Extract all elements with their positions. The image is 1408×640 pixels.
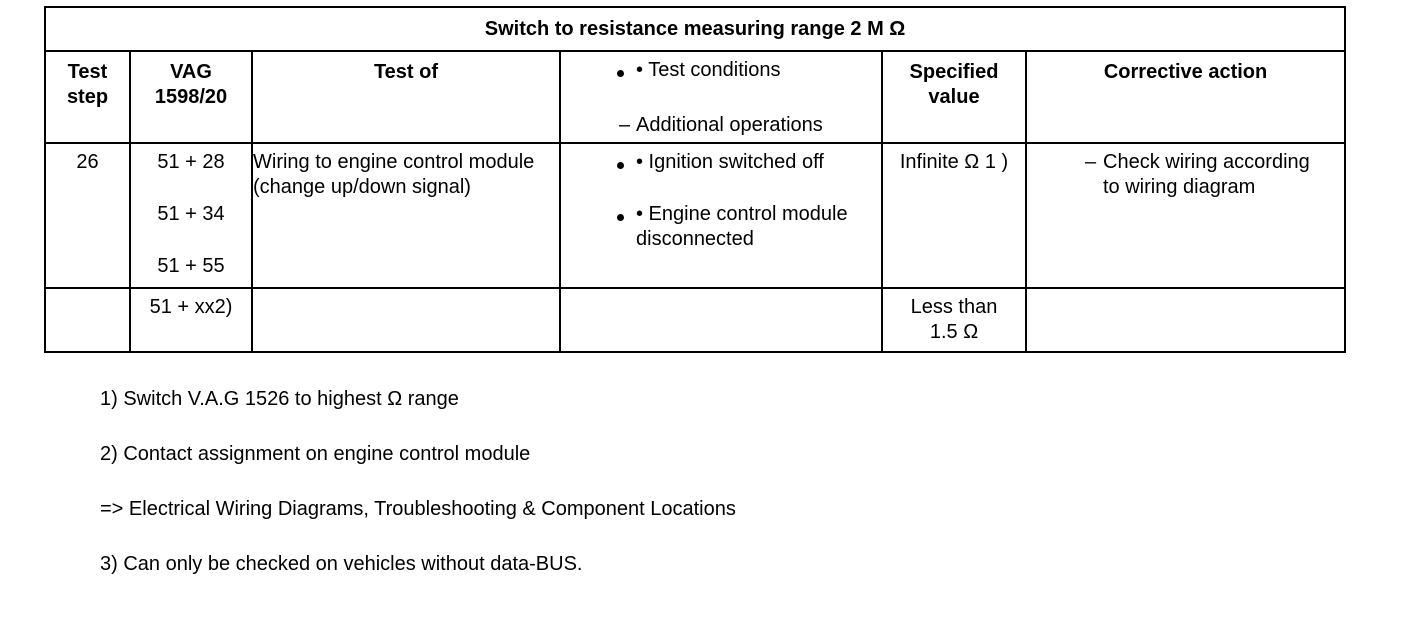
table-row: 26 51 + 28 51 + 34 51 + 55 Wiring to eng…	[44, 142, 1347, 289]
condition-item: • Engine control module disconnected	[561, 202, 881, 252]
footnote-wiring-link: => Electrical Wiring Diagrams, Troublesh…	[100, 498, 736, 520]
header-row: Test step VAG 1598/20 Test of • Test con…	[44, 50, 1347, 144]
cell-specified-value: Infinite Ω 1 )	[881, 142, 1027, 289]
test-table: Switch to resistance measuring range 2 M…	[43, 6, 1347, 353]
vag-pin-1: 51 + 28	[157, 151, 225, 173]
cell-vag: 51 + xx2)	[129, 287, 253, 353]
header-conditions-bullet-text: • Test conditions	[636, 59, 781, 81]
footnote-3: 3) Can only be checked on vehicles witho…	[100, 553, 583, 575]
corrective-item: – Check wiring according to wiring diagr…	[1027, 150, 1344, 200]
vag-pin-2: 51 + 34	[157, 203, 225, 225]
dash-icon: –	[619, 114, 631, 136]
bullet-icon	[617, 214, 624, 221]
footnote-2: 2) Contact assignment on engine control …	[100, 443, 531, 465]
header-conditions: • Test conditions – Additional operation…	[559, 50, 883, 144]
header-vag-line1: VAG	[170, 61, 212, 83]
condition-item: • Ignition switched off	[561, 150, 881, 175]
header-test-step-line2: step	[66, 86, 109, 108]
footnote-1: 1) Switch V.A.G 1526 to highest Ω range	[100, 388, 459, 410]
cell-vag: 51 + 28 51 + 34 51 + 55	[129, 142, 253, 289]
header-test-step: Test step	[44, 50, 131, 144]
table-row: 51 + xx2) Less than 1.5 Ω	[44, 287, 1347, 353]
dash-icon: –	[1085, 151, 1097, 173]
cell-conditions: • Ignition switched off • Engine control…	[559, 142, 883, 289]
cell-test-of: Wiring to engine control module (change …	[251, 142, 561, 289]
cell-conditions	[559, 287, 883, 353]
table-title: Switch to resistance measuring range 2 M…	[43, 6, 1347, 52]
header-conditions-dash-text: Additional operations	[636, 114, 823, 136]
header-corrective-action: Corrective action	[1024, 50, 1347, 144]
bullet-icon	[617, 70, 624, 77]
cell-corrective-action	[1024, 287, 1347, 353]
footnotes: 1) Switch V.A.G 1526 to highest Ω range …	[100, 386, 736, 606]
header-specified-value: Specified value	[881, 50, 1027, 144]
header-specified-value-line2: value	[928, 86, 980, 108]
vag-pin-3: 51 + 55	[157, 255, 225, 277]
header-vag: VAG 1598/20	[129, 50, 253, 144]
header-conditions-bullet: • Test conditions	[561, 58, 881, 83]
condition-text: • Engine control module disconnected	[636, 203, 848, 250]
header-specified-value-line1: Specified	[909, 61, 999, 83]
header-test-of: Test of	[251, 50, 561, 144]
header-vag-line2: 1598/20	[154, 86, 228, 108]
cell-corrective-action: – Check wiring according to wiring diagr…	[1024, 142, 1347, 289]
cell-specified-value: Less than 1.5 Ω	[881, 287, 1027, 353]
header-conditions-dash: – Additional operations	[561, 113, 881, 138]
condition-text: • Ignition switched off	[636, 151, 824, 173]
cell-test-step: 26	[44, 142, 131, 289]
cell-test-of	[251, 287, 561, 353]
corrective-text: Check wiring according to wiring diagram	[1103, 151, 1310, 198]
header-test-step-line1: Test	[67, 61, 108, 83]
specified-value-line2: 1.5 Ω	[929, 321, 979, 343]
cell-test-step	[44, 287, 131, 353]
bullet-icon	[617, 162, 624, 169]
specified-value-line1: Less than	[910, 296, 998, 318]
